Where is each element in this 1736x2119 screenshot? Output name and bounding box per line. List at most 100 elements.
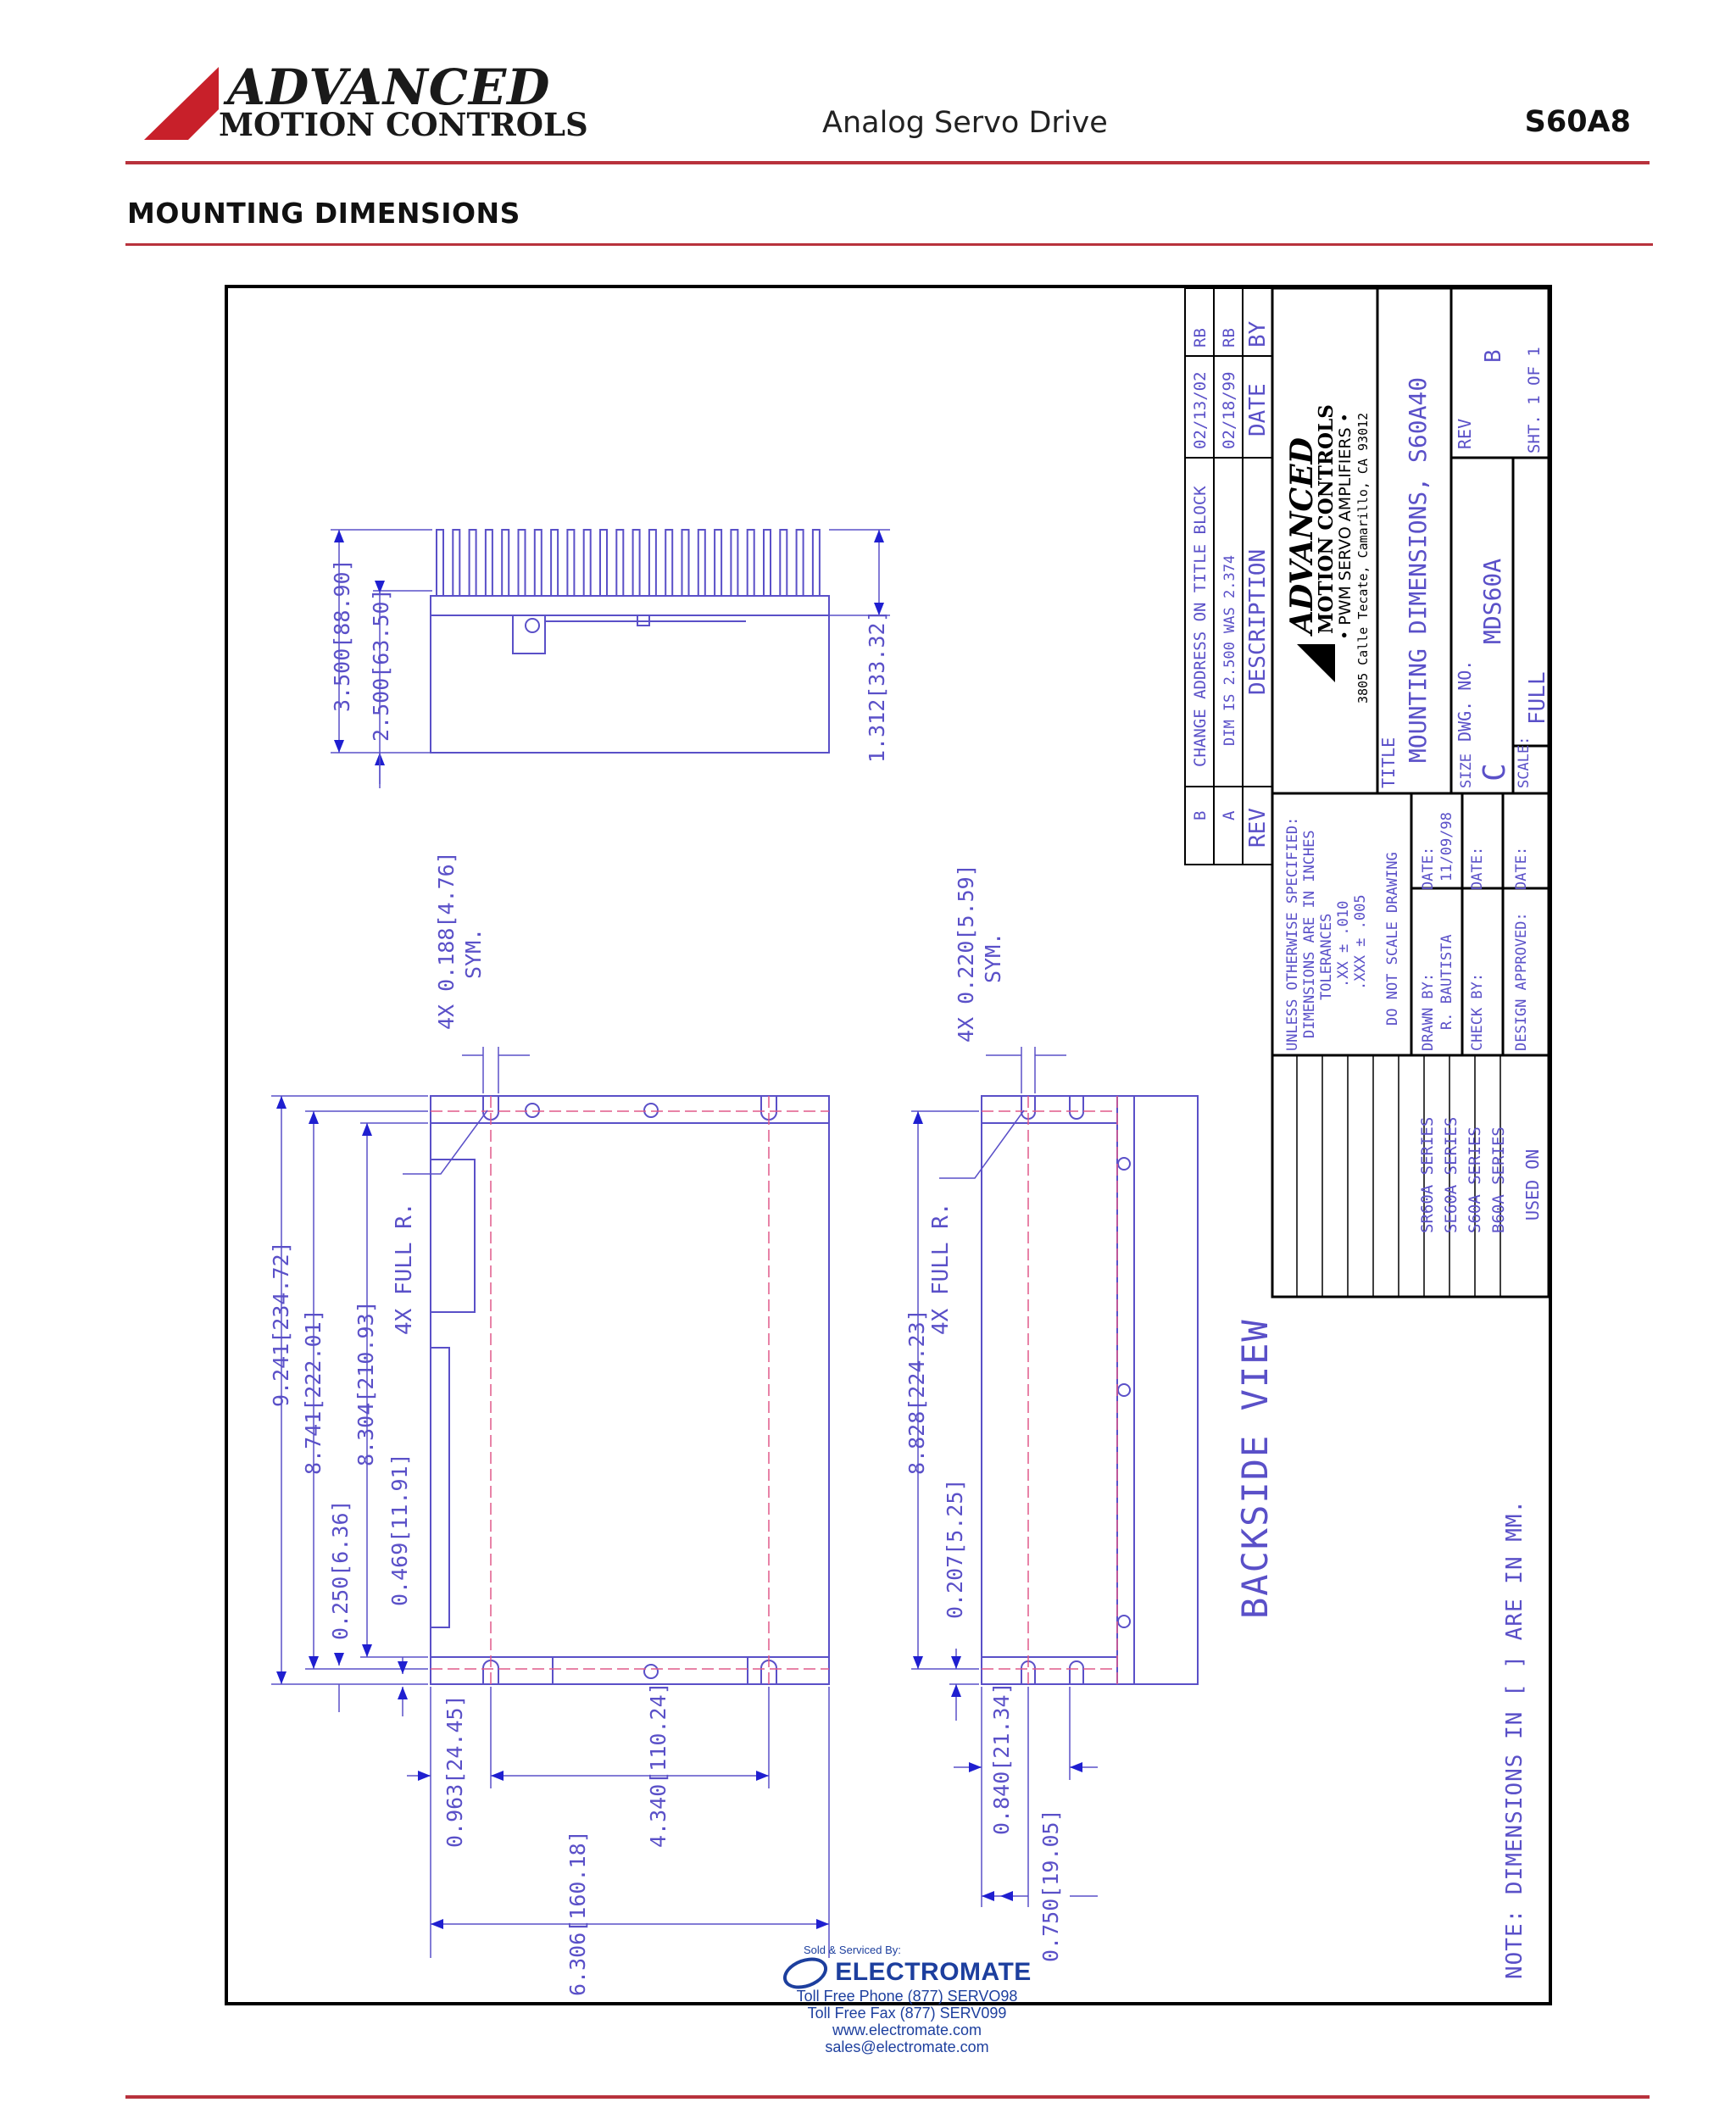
footer-email[interactable]: sales@electromate.com — [825, 2038, 989, 2056]
rev-b-desc: CHANGE ADDRESS ON TITLE BLOCK — [1191, 486, 1210, 767]
spec-line2: DIMENSIONS ARE IN INCHES — [1301, 830, 1318, 1038]
backside-view-label: BACKSIDE VIEW — [1234, 1318, 1276, 1619]
heatsink-fin — [648, 529, 657, 597]
dim-8828-label: 8.828[224.23] — [904, 1309, 929, 1475]
dim-8741-label: 8.741[222.01] — [301, 1309, 326, 1475]
header-divider — [125, 161, 1650, 164]
spec-line5: .XXX ± .005 — [1352, 894, 1369, 990]
front-view-centerlines — [431, 1096, 829, 1684]
title-block-fields: TITLE MOUNTING DIMENSIONS, S60A40 REV B … — [1378, 347, 1550, 788]
rev-a-by: RB — [1220, 328, 1238, 348]
heatsink-fin — [550, 529, 559, 597]
full-r-left-label: 4X FULL R. — [392, 1202, 417, 1335]
tb-logo-line3: • PWM SERVO AMPLIFIERS • — [1336, 413, 1355, 640]
heatsink-fin — [615, 529, 625, 597]
rev-a-code: A — [1220, 810, 1238, 820]
heatsink-fin — [436, 529, 444, 597]
footer-fax: Toll Free Fax (877) SERV099 — [807, 2005, 1007, 2022]
electromate-name: ELECTROMATE — [835, 1958, 1032, 1986]
document-title: Analog Servo Drive — [822, 106, 1108, 140]
dim-0250-label: 0.250[6.36] — [328, 1499, 353, 1640]
used-on-grid — [1296, 1055, 1501, 1297]
heatsink-fin — [714, 529, 723, 597]
approved-label: DESIGN APPROVED: — [1513, 912, 1530, 1051]
heatsink-fin — [795, 529, 804, 597]
front-view-dimensions — [271, 1047, 830, 1958]
sold-by-label: Sold & Serviced By: — [804, 1944, 901, 1956]
heatsink-fin — [779, 529, 788, 597]
heatsink-fin — [811, 529, 821, 597]
rev-header-date: DATE — [1245, 383, 1271, 437]
heatsink-fin — [533, 529, 542, 597]
dim-6306-label: 6.306[160.18] — [565, 1830, 590, 1996]
rev-header-by: BY — [1245, 320, 1271, 348]
backside-view — [981, 1095, 1199, 1685]
tb-logo-line2: MOTION CONTROLS — [1315, 404, 1338, 634]
heatsink-fin — [763, 529, 771, 597]
logo-text-top: ADVANCED — [227, 58, 551, 116]
series-se60a: SE60A SERIES — [1442, 1117, 1461, 1233]
slot-left-sym-label: SYM. — [461, 928, 486, 979]
heatsink-fin — [730, 529, 739, 597]
dim-0750-label: 0.750[19.05] — [1038, 1809, 1063, 1962]
title-block — [1271, 286, 1550, 1299]
slot-right-label: 4X 0.220[5.59] — [954, 864, 978, 1043]
check-date-label: DATE: — [1469, 847, 1486, 890]
spec-line3: TOLERANCES — [1318, 914, 1335, 1000]
logo-text-bottom: MOTION CONTROLS — [219, 106, 588, 143]
series-b60a: B60A SERIES — [1489, 1126, 1508, 1233]
tb-scale-label: SCALE: — [1516, 737, 1533, 788]
drawing-frame — [225, 285, 1552, 2005]
electromate-brand: ELECTROMATE — [746, 1951, 1068, 1995]
rev-a-desc: DIM IS 2.500 WAS 2.374 — [1221, 555, 1238, 746]
logo-triangle-icon — [144, 67, 219, 140]
series-s60a: S60A SERIES — [1466, 1126, 1484, 1233]
heatsink-fin — [697, 529, 706, 597]
revision-rows: B CHANGE ADDRESS ON TITLE BLOCK 02/13/02… — [1191, 320, 1271, 848]
section-divider — [125, 243, 1653, 246]
drawn-date-label: DATE: — [1420, 847, 1437, 890]
slot-right-sym-label: SYM. — [981, 932, 1005, 983]
company-logo: ADVANCED MOTION CONTROLS — [144, 58, 588, 144]
tb-dwg-label: DWG. NO. — [1455, 660, 1475, 742]
heatsink-fin — [452, 529, 461, 597]
footer-web[interactable]: www.electromate.com — [832, 2022, 982, 2039]
footer-divider — [125, 2095, 1650, 2099]
used-on-label: USED ON — [1522, 1149, 1543, 1221]
heatsink-fin — [681, 529, 690, 597]
top-view-dimensions — [331, 529, 890, 788]
tb-rev-value: B — [1481, 349, 1506, 363]
tb-size-value: C — [1477, 763, 1512, 781]
tb-dwg-value: MDS60A — [1478, 559, 1506, 644]
dim-8304-label: 8.304[210.93] — [353, 1300, 378, 1466]
title-block-logo: ADVANCED MOTION CONTROLS • PWM SERVO AMP… — [1284, 404, 1371, 704]
tb-logo-line1: ADVANCED — [1284, 437, 1320, 637]
spec-line6: DO NOT SCALE DRAWING — [1384, 852, 1401, 1026]
heatsink-fin — [484, 529, 493, 597]
dim-0963-label: 0.963[24.45] — [442, 1694, 467, 1848]
slot-left-label: 4X 0.188[4.76] — [434, 851, 459, 1030]
spec-line4: .XX ± .010 — [1335, 901, 1352, 987]
drawn-by-value: R. BAUTISTA — [1438, 934, 1455, 1030]
dimensions-note: NOTE: DIMENSIONS IN [ ] ARE IN MM. — [1502, 1499, 1527, 1979]
tb-size-label: SIZE — [1458, 754, 1475, 788]
dim-0207-label: 0.207[5.25] — [943, 1478, 967, 1619]
drawn-by-label: DRAWN BY: — [1420, 973, 1437, 1051]
tb-address: 3805 Calle Tecate, Camarillo, CA 93012 — [1355, 413, 1371, 704]
dim-0469-label: 0.469[11.91] — [387, 1453, 412, 1606]
heatsink-fins — [436, 529, 821, 597]
dim-3500-label: 3.500[88.90] — [330, 559, 354, 712]
tb-scale-value: FULL — [1525, 671, 1550, 725]
rev-b-code: B — [1191, 811, 1210, 820]
revision-block — [1184, 287, 1273, 865]
tb-title-label: TITLE — [1378, 737, 1399, 788]
dim-4340-label: 4.340[110.24] — [646, 1682, 670, 1848]
heatsink-fin — [632, 529, 641, 597]
dim-1312-label: 1.312[33.32] — [865, 609, 889, 763]
rev-b-by: RB — [1191, 328, 1210, 348]
heatsink-fin — [468, 529, 477, 597]
heatsink-fin — [599, 529, 608, 597]
front-view — [430, 1095, 830, 1685]
heatsink-fin — [582, 529, 592, 597]
